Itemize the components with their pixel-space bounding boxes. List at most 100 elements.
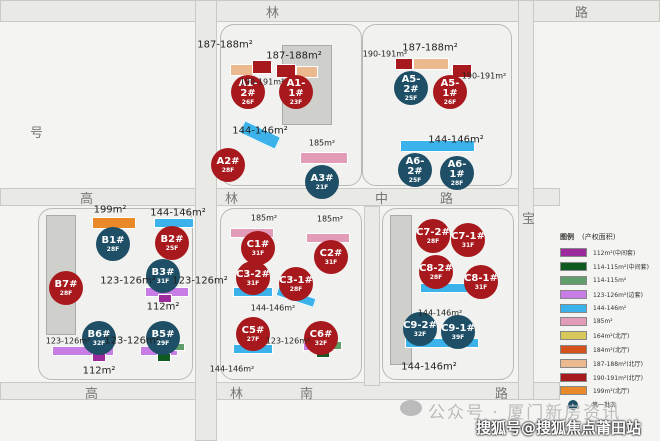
legend-item: 114-115m² (560, 274, 649, 288)
building-marker[interactable]: A6-2#25F (398, 153, 432, 187)
area-label: 185m² (316, 214, 344, 224)
area-label: 144-146m² (209, 364, 255, 374)
area-label: 187-188m² (402, 42, 458, 54)
area-label: 144-146m² (232, 125, 288, 137)
building-marker[interactable]: A3#21F (305, 165, 339, 199)
road-label: 林 (230, 387, 244, 402)
road-top (0, 0, 660, 22)
legend-item-first-batch: 第一批次 (560, 398, 649, 412)
plot-a-east (362, 24, 512, 186)
building-marker[interactable]: B5#29F (146, 321, 180, 355)
road-label: 林 (225, 192, 239, 207)
legend-swatch (560, 317, 587, 327)
area-label: 123-126m² (265, 336, 311, 346)
building-marker[interactable]: C2#31F (314, 240, 348, 274)
area-label: 185m² (250, 213, 278, 223)
legend-label: 187-188m²(北厅) (593, 360, 644, 368)
building-marker[interactable]: C3-2#31F (236, 261, 270, 295)
road-label: 林 (266, 6, 280, 21)
building-marker[interactable]: A6-1#28F (440, 156, 474, 190)
legend-label: 114-115m²(中间套) (593, 264, 650, 272)
area-label: 112m² (146, 301, 180, 313)
legend-swatch (560, 344, 587, 354)
legend-item: 184m²(北厅) (560, 343, 649, 357)
road-vertical-3 (518, 0, 534, 400)
legend-swatch (560, 386, 587, 396)
legend-item: 190-191m²(北厅) (560, 370, 649, 384)
building-marker[interactable]: B6#32F (82, 321, 116, 355)
area-label: 144-146m² (250, 303, 296, 313)
legend-item: 112m²(中间套) (560, 246, 649, 260)
area-label: 123-126m² (45, 336, 91, 346)
building-marker[interactable]: B2#25F (155, 226, 189, 260)
legend-label: 144-146m² (593, 304, 627, 312)
building-marker[interactable]: C9-1#39F (441, 315, 475, 349)
building-marker[interactable]: A5-1#26F (433, 75, 467, 109)
legend-item: 123-126m²(边套) (560, 287, 649, 301)
area-label: 144-146m² (401, 361, 457, 373)
building-marker[interactable]: A2#28F (211, 148, 245, 182)
road-label: 南 (300, 387, 314, 402)
area-label: 144-146m² (417, 308, 463, 318)
legend-item: 114-115m²(中间套) (560, 260, 649, 274)
area-label: 144-146m² (150, 207, 206, 219)
road-vertical-1 (195, 0, 217, 441)
legend-title: 图例(产权面积) (560, 233, 616, 241)
road-label: 路 (575, 6, 589, 21)
building-marker[interactable]: A5-2#25F (394, 71, 428, 105)
legend-swatch (560, 275, 587, 285)
watermark-source: 搜狐号@搜狐焦点莆田站 (476, 419, 642, 437)
legend-item: 144-146m² (560, 301, 649, 315)
area-label: 199m² (93, 204, 127, 216)
legend-item: 199m²(北厅) (560, 384, 649, 398)
building-marker[interactable]: B3#31F (146, 259, 180, 293)
area-label: 187-188m² (266, 50, 322, 62)
watermark-account: 公众号 · 厦门新房资讯 (428, 403, 622, 423)
legend-swatch (560, 248, 587, 258)
area-label: 190-191m² (362, 49, 408, 59)
legend-label: 123-126m²(边套) (593, 291, 644, 299)
area-label: 123-126m² (100, 275, 156, 287)
building-marker[interactable]: C5#27F (236, 317, 270, 351)
area-label: 123-126m² (104, 335, 160, 347)
building-marker[interactable]: C3-1#28F (279, 267, 313, 301)
building-marker[interactable]: C8-2#28F (419, 255, 453, 289)
road-label: 宝 (522, 212, 536, 227)
legend-item: 164m²(北厅) (560, 329, 649, 343)
legend: 图例(产权面积) 112m²(中间套) 114-115m²(中间套) 114-115… (560, 232, 649, 412)
legend-label: 185m² (593, 318, 613, 326)
road-label: 高 (80, 192, 94, 207)
legend-swatch (560, 358, 587, 368)
building-marker[interactable]: A1-2#26F (231, 75, 265, 109)
area-label: 144-146m² (428, 134, 484, 146)
legend-swatch (560, 262, 587, 272)
building-marker[interactable]: C6#32F (304, 321, 338, 355)
legend-label: 190-191m²(北厅) (593, 374, 644, 382)
building-marker[interactable]: C7-1#31F (451, 223, 485, 257)
legend-item: 185m² (560, 315, 649, 329)
legend-label: 164m²(北厅) (593, 333, 630, 341)
road-label: 中 (375, 192, 389, 207)
building-marker[interactable]: C8-1#31F (464, 265, 498, 299)
building-marker[interactable]: C1#31F (241, 231, 275, 265)
road-label: 高 (85, 387, 99, 402)
legend-label: 112m²(中间套) (593, 250, 636, 258)
road-middle (0, 188, 560, 206)
area-label: 112m² (82, 365, 116, 377)
road-label: 号 (30, 126, 44, 141)
legend-swatch (560, 331, 587, 341)
legend-label: 184m²(北厅) (593, 346, 630, 354)
building-marker[interactable]: A1-1#23F (279, 75, 313, 109)
legend-swatch (560, 372, 587, 382)
legend-swatch (560, 289, 587, 299)
building-marker[interactable]: C9-2#32F (403, 312, 437, 346)
legend-label: 199m²(北厅) (593, 388, 630, 396)
building-marker[interactable]: B7#28F (49, 271, 83, 305)
area-label: 190-191m² (239, 77, 285, 87)
building-marker[interactable]: B1#28F (96, 227, 130, 261)
road-label: 路 (440, 192, 454, 207)
legend-label: 114-115m² (593, 276, 627, 284)
road-vertical-2 (364, 206, 380, 386)
building-marker[interactable]: C7-2#28F (416, 219, 450, 253)
area-label: 123-126m² (172, 275, 228, 287)
